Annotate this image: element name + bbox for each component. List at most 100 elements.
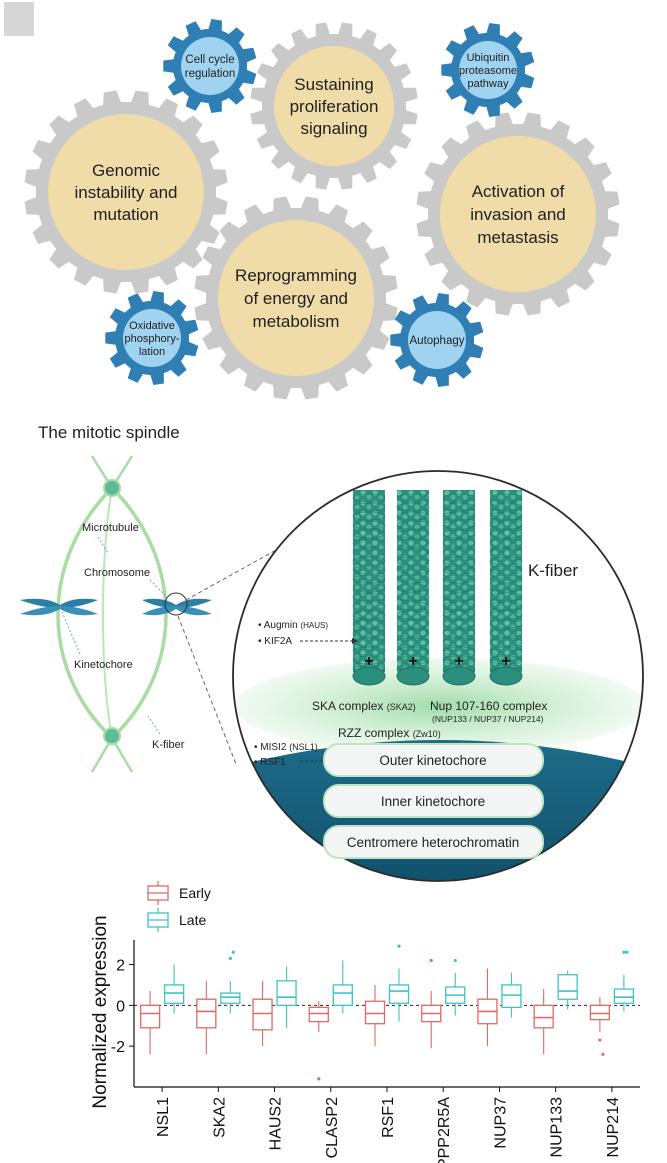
box-late-NUP133	[557, 970, 578, 1010]
x-tick-label: PPP2R5A	[436, 1097, 453, 1163]
chromosome-right	[142, 598, 212, 616]
kfiber-label: K-fiber	[528, 561, 578, 580]
x-tick-label: NUP37	[492, 1097, 509, 1149]
rsf1-label: • RSF1	[254, 757, 286, 768]
small-gear-2-line: proteasome	[459, 65, 517, 77]
label-microtubule: Microtubule	[82, 522, 139, 534]
box-body	[557, 974, 578, 1000]
kinetochore-zoom: ++++ K-fiber • Augmin (HAUS) • KIF2A SKA…	[232, 470, 644, 882]
big-gear-2-line: Genomic	[92, 161, 161, 180]
small-gear-1-line: regulation	[185, 68, 236, 80]
box-late-NUP214	[613, 950, 635, 1012]
plus-end-sign: +	[454, 653, 463, 670]
box-late-NUP37	[501, 972, 522, 1018]
inner-kinetochore-box: Inner kinetochore	[323, 784, 544, 818]
box-early-NUP37	[477, 968, 498, 1047]
rzz-label: RZZ complex (Zw10)	[338, 726, 441, 740]
y-tick-label: -2	[111, 1039, 125, 1056]
microtubule-4: +	[489, 490, 523, 686]
box-early-PPP2R5A	[421, 958, 442, 1049]
zoom-source-circle	[164, 592, 188, 616]
x-tick-label: NUP133	[549, 1097, 566, 1158]
x-tick-label: NSL1	[155, 1097, 172, 1137]
spindle-title: The mitotic spindle	[38, 423, 180, 442]
box-body	[501, 984, 522, 1009]
nup-label: Nup 107-160 complex	[430, 699, 547, 713]
label-kfiber: K-fiber	[152, 739, 185, 751]
box-body	[533, 1004, 554, 1029]
plus-end-sign: +	[501, 653, 510, 670]
small-gear-3-line: Oxidative	[129, 320, 175, 332]
small-gear-4-line: Autophagy	[410, 335, 465, 347]
small-gear-1-line: Cell cycle	[185, 54, 234, 66]
outlier-point	[231, 950, 235, 954]
outlier-point	[601, 1052, 605, 1056]
box-late-SKA2	[220, 950, 241, 1014]
small-gear-2-line: pathway	[468, 78, 509, 90]
outlier-point	[598, 1038, 602, 1042]
big-gear-1-line: signaling	[300, 119, 367, 138]
microtubule-3: +	[442, 490, 476, 686]
big-gear-4-line: of energy and	[244, 289, 348, 308]
box-body	[220, 992, 241, 1004]
big-gear-4-line: Reprogramming	[235, 266, 357, 285]
box-body	[252, 998, 273, 1031]
outlier-point	[622, 950, 626, 954]
big-gear-1-line: proliferation	[290, 97, 379, 116]
box-body	[276, 980, 297, 1006]
x-tick-label: NUP214	[605, 1097, 622, 1158]
outlier-point	[429, 958, 433, 963]
box-body	[308, 1006, 329, 1023]
box-body	[139, 1004, 161, 1029]
small-gear-4: Autophagy	[390, 293, 484, 387]
legend-label: Early	[179, 885, 211, 901]
centromere-box: Centromere heterochromatin	[323, 825, 544, 859]
plus-end-sign: +	[408, 653, 417, 670]
box-early-NUP133	[533, 989, 554, 1055]
outlier-point	[228, 956, 232, 960]
x-tick-label: CLASP2	[324, 1097, 341, 1158]
big-gear-1-line: Sustaining	[294, 75, 373, 94]
box-body	[589, 1004, 611, 1021]
misi2-label: • MISI2 (NSL1)	[254, 742, 318, 753]
box-late-HAUS2	[276, 966, 297, 1028]
big-gear-1: Sustaining proliferation signaling	[250, 22, 418, 190]
kif2a-label: • KIF2A	[258, 636, 292, 647]
box-late-CLASP2	[332, 960, 353, 1014]
corner-square	[4, 2, 34, 36]
svg-text:Outer kinetochore: Outer kinetochore	[379, 753, 486, 768]
green-glow	[235, 658, 643, 754]
chromosome-left	[20, 598, 98, 616]
y-axis-label: Normalized expression	[90, 915, 111, 1108]
microtubule-1: +	[352, 490, 386, 686]
label-chromosome: Chromosome	[84, 567, 150, 579]
centrosome-bottom	[103, 727, 121, 745]
small-gear-2-line: Ubiquitin	[467, 52, 510, 64]
box-early-NSL1	[139, 991, 161, 1055]
box-body	[196, 998, 217, 1029]
legend-item-late: Late	[147, 908, 206, 932]
outer-kinetochore-box: Outer kinetochore	[323, 743, 544, 777]
outlier-point	[317, 1077, 321, 1081]
y-tick-label: 2	[116, 958, 125, 975]
x-tick-label: RSF1	[380, 1097, 397, 1138]
small-gear-3-line: phosphory-	[124, 333, 179, 345]
outlier-point	[397, 944, 401, 948]
box-body	[364, 1000, 386, 1025]
label-kinetochore: Kinetochore	[74, 659, 133, 671]
mitotic-spindle: Microtubule Chromosome Kinetochore K-fib…	[20, 455, 306, 773]
big-gear-3-line: metastasis	[477, 228, 558, 247]
big-gear-3-line: invasion and	[470, 205, 565, 224]
x-tick-label: SKA2	[211, 1097, 228, 1138]
centrosome-top	[103, 479, 121, 497]
small-gear-3-line: lation	[139, 346, 165, 358]
x-tick-label: HAUS2	[268, 1097, 285, 1150]
